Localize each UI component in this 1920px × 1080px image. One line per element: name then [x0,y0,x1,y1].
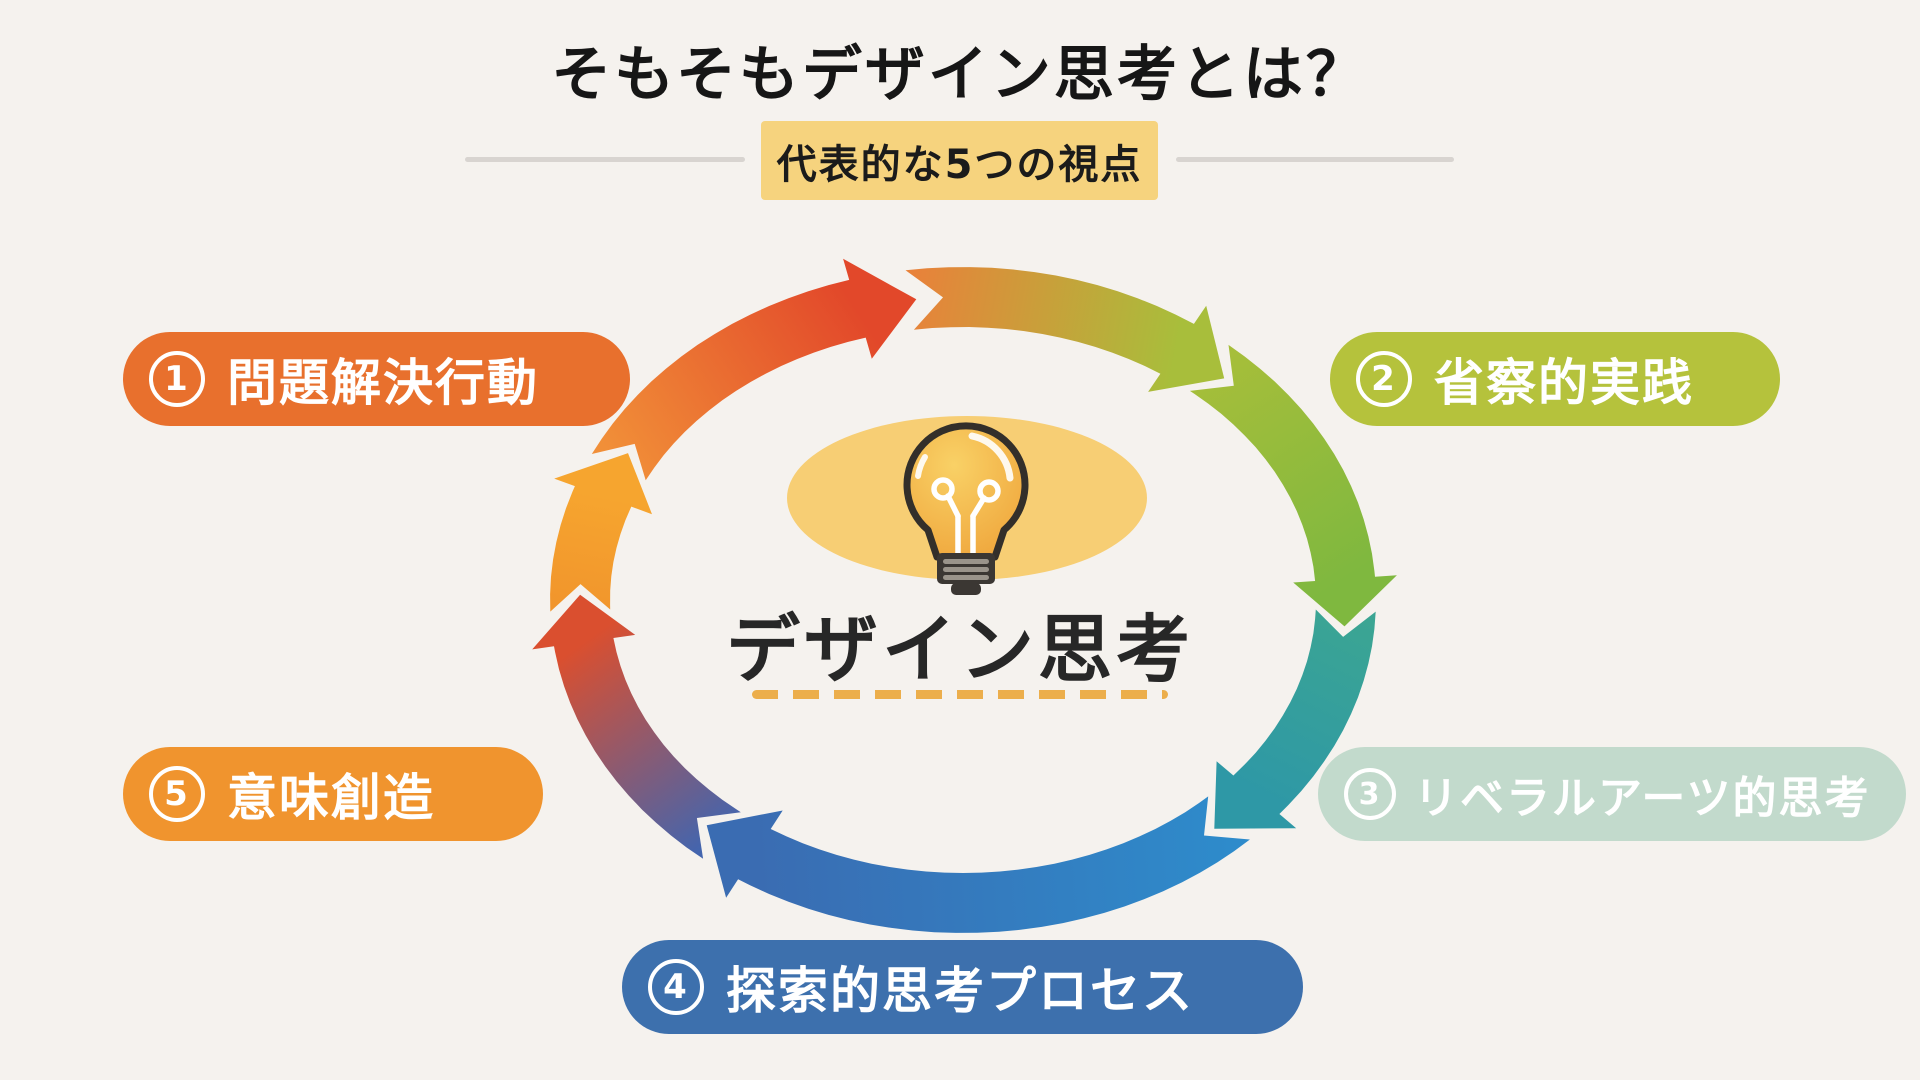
item-pill-meaning-creation: 5 意味創造 [123,747,543,841]
cycle-arrow-top-left-red [591,258,917,481]
item-label: 意味創造 [227,769,435,827]
dashed-underline [752,690,1168,699]
item-pill-problem-solving: 1 問題解決行動 [123,332,630,426]
item-label: リベラルアーツ的思考 [1414,773,1871,824]
cycle-arrow-top-right-orange-green [905,267,1225,392]
item-number-badge: 3 [1344,768,1396,820]
item-label: 省察的実践 [1434,354,1694,412]
item-number-badge: 1 [149,351,205,407]
cycle-arrow-lower-left-blue-red [532,594,741,859]
item-pill-liberal-arts: 3 リベラルアーツ的思考 [1318,747,1906,841]
cycle-arrow-right-green [1189,344,1397,627]
lightbulb-icon [903,422,1029,595]
bulb-tip [951,583,981,595]
bulb-filament [931,477,1001,556]
item-label: 探索的思考プロセス [726,962,1194,1020]
item-label: 問題解決行動 [227,354,539,412]
item-pill-exploratory-process: 4 探索的思考プロセス [622,940,1303,1034]
item-number-badge: 4 [648,959,704,1015]
item-pill-reflective-practice: 2 省察的実践 [1330,332,1780,426]
cycle-arrows [532,258,1397,933]
item-number-badge: 2 [1356,351,1412,407]
cycle-arrow-lower-right-teal [1214,609,1376,829]
divider-right [1176,157,1454,162]
cycle-arrow-bottom-blue [706,796,1250,933]
bulb-glass [903,422,1029,561]
bulb-highlight-small [915,454,928,479]
cycle-arrow-upper-left-amber [550,453,652,612]
subtitle-badge: 代表的な5つの視点 [761,121,1158,200]
center-label: デザイン思考 [726,607,1194,693]
bulb-base-stripes [943,559,989,580]
divider-left [465,157,745,162]
item-number-badge: 5 [149,766,205,822]
page-title: そもそもデザイン思考とは？ [551,40,1369,110]
bulb-highlight [968,432,1014,482]
